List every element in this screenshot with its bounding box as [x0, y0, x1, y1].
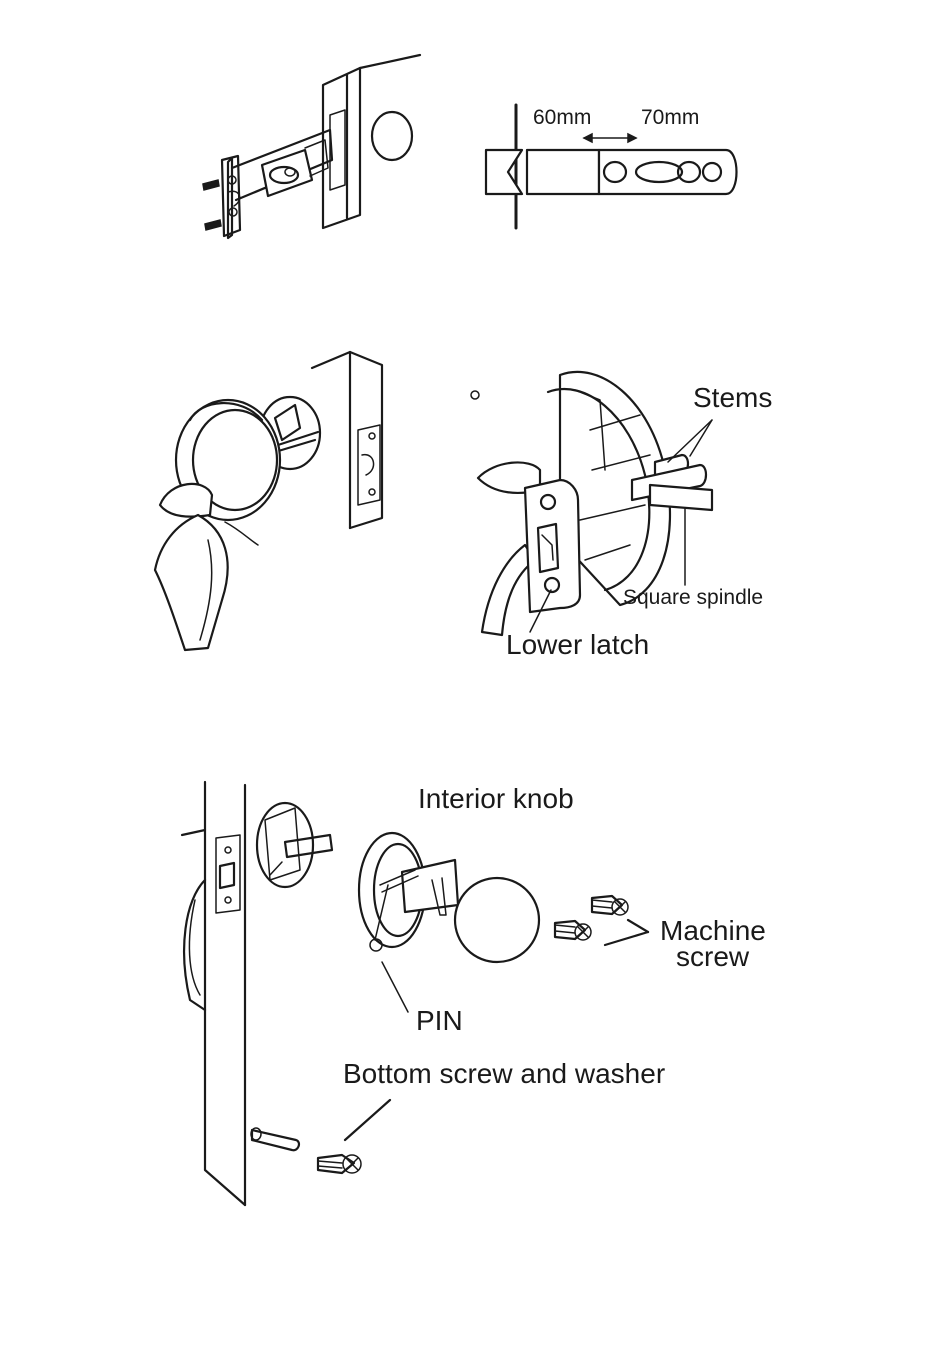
- latch-install-illustration: [203, 55, 420, 238]
- lower-latch-label: Lower latch: [506, 629, 649, 660]
- bottom-screw-label: Bottom screw and washer: [343, 1058, 665, 1089]
- square-spindle-label: Square spindle: [623, 586, 763, 609]
- interior-knob-illustration: [182, 782, 648, 1205]
- exterior-handle-illustration: [155, 352, 382, 650]
- dim-70mm-label: 70mm: [641, 106, 699, 129]
- dim-60mm-label: 60mm: [533, 106, 591, 129]
- stems-label: Stems: [693, 382, 772, 413]
- machine-screw-label-line2: screw: [676, 941, 750, 972]
- interior-knob-label: Interior knob: [418, 783, 574, 814]
- pin-label: PIN: [416, 1005, 463, 1036]
